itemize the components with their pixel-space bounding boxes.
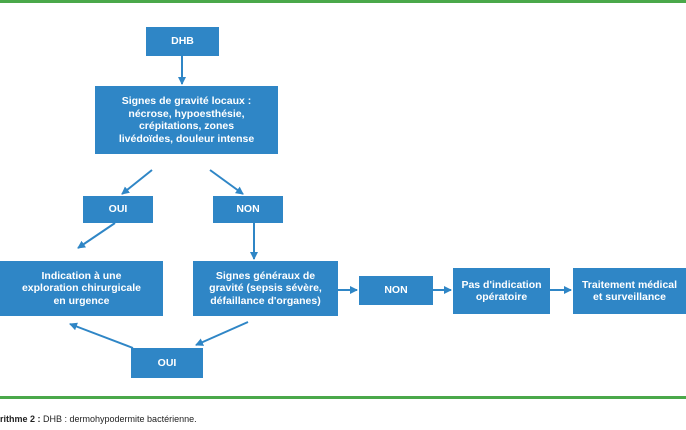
node-signes-generaux: Signes généraux de gravité (sepsis sévèr… <box>193 261 338 316</box>
arrow-oui-to-indication-return <box>69 322 134 349</box>
node-pas-indication-operatoire: Pas d'indication opératoire <box>453 268 550 314</box>
top-rule <box>0 0 686 3</box>
caption-text: DHB : dermohypodermite bactérienne. <box>40 414 197 424</box>
caption-label: rithme 2 : <box>0 414 41 424</box>
node-non-generaux: NON <box>359 276 433 305</box>
figure-caption: rithme 2 : DHB : dermohypodermite bactér… <box>0 414 197 424</box>
bottom-rule <box>0 396 686 399</box>
node-indication-chirurgicale: Indication à une exploration chirurgical… <box>0 261 163 316</box>
arrow-signes-locaux-to-oui <box>121 169 153 195</box>
arrow-oui-to-indication <box>77 222 116 249</box>
arrow-signes-generaux-to-oui <box>195 321 249 346</box>
arrow-signes-locaux-to-non <box>209 169 244 195</box>
node-oui-generaux: OUI <box>131 348 203 378</box>
node-non-locaux: NON <box>213 196 283 223</box>
node-signes-gravite-locaux: Signes de gravité locaux : nécrose, hypo… <box>95 86 278 154</box>
node-traitement-medical: Traitement médical et surveillance <box>573 268 686 314</box>
node-dhb: DHB <box>146 27 219 56</box>
node-oui-locaux: OUI <box>83 196 153 223</box>
